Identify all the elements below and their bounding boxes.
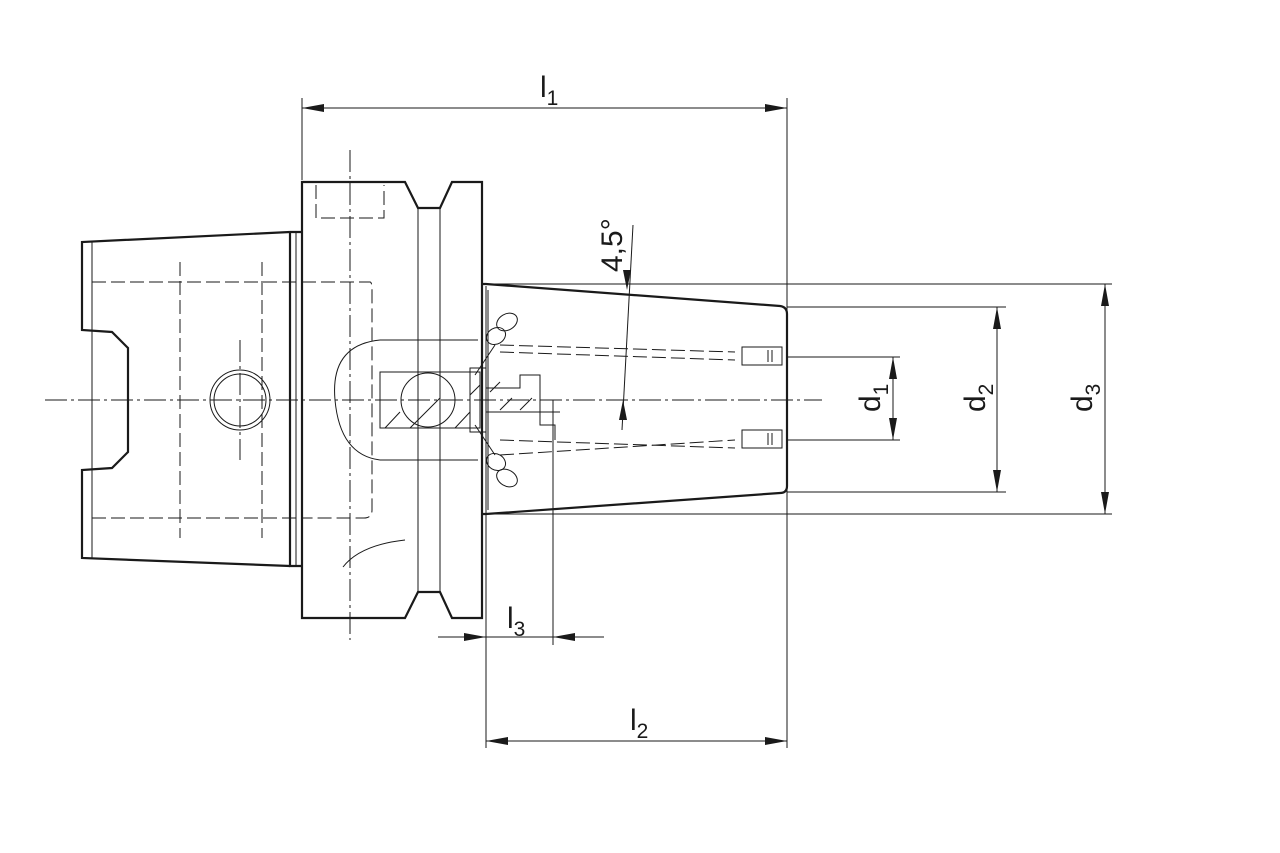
extension-lines bbox=[301, 98, 1112, 748]
dimension-angle: 4,5° bbox=[596, 218, 634, 431]
l3-label: l bbox=[507, 602, 514, 635]
dimension-d3: d3 bbox=[1066, 284, 1109, 514]
d2-label: d bbox=[959, 395, 992, 412]
dimension-l1: l1 bbox=[302, 71, 787, 112]
dimension-l3: l3 bbox=[438, 602, 604, 641]
dimension-l2: l2 bbox=[486, 704, 787, 745]
hsk-taper-shank bbox=[80, 230, 302, 568]
angle-label: 4,5° bbox=[596, 218, 629, 272]
centerlines bbox=[45, 150, 822, 640]
l1-label: l bbox=[540, 71, 547, 104]
svg-text:d3: d3 bbox=[1066, 384, 1105, 412]
svg-text:l1: l1 bbox=[540, 71, 558, 110]
flange bbox=[300, 180, 487, 620]
coolant-nozzle-top bbox=[474, 312, 518, 376]
dimension-d2: d2 bbox=[959, 307, 1001, 492]
svg-text:l3: l3 bbox=[507, 602, 525, 641]
l2-label: l bbox=[630, 704, 637, 737]
svg-text:l2: l2 bbox=[630, 704, 648, 743]
clamping-cone bbox=[474, 282, 789, 516]
dimension-d1: d1 bbox=[854, 357, 897, 440]
coolant-nozzle-bottom bbox=[474, 424, 518, 488]
d3-label: d bbox=[1066, 395, 1099, 412]
svg-text:d2: d2 bbox=[959, 384, 998, 412]
d1-label: d bbox=[854, 395, 887, 412]
svg-text:d1: d1 bbox=[854, 384, 893, 412]
